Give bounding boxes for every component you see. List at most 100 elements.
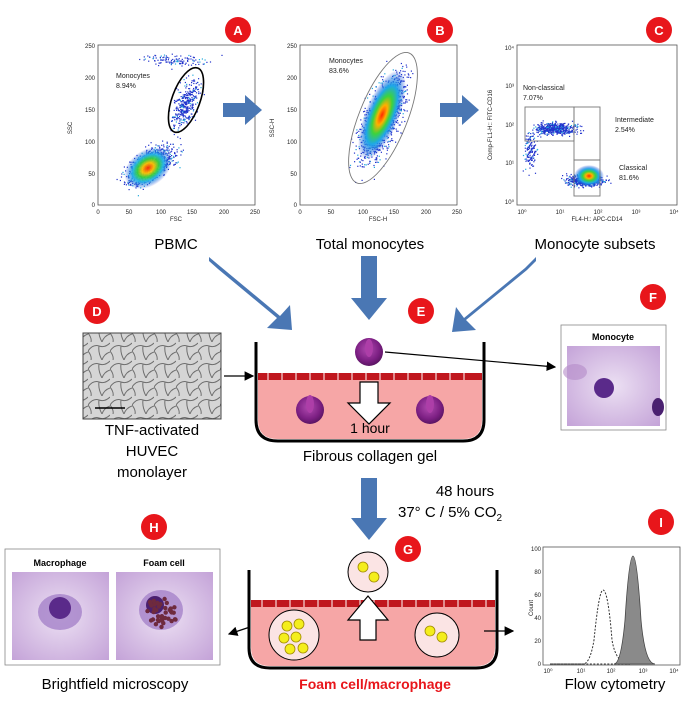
- scatter-dot: [410, 77, 412, 79]
- scatter-dot: [356, 131, 358, 133]
- scatter-dot: [186, 98, 188, 100]
- scatter-dot: [188, 110, 190, 112]
- scatter-dot: [560, 131, 562, 133]
- scatter-dot: [560, 124, 562, 126]
- svg-text:150: 150: [85, 108, 96, 114]
- scatter-dot: [169, 153, 171, 155]
- scatter-dot: [563, 127, 565, 129]
- scatter-dot: [403, 109, 405, 111]
- scatter-dot: [189, 92, 191, 95]
- scatter-dot: [186, 108, 188, 110]
- arrow-subsets-down: [452, 257, 536, 332]
- caption-flow: Flow cytometry: [564, 676, 666, 693]
- scatter-dot: [550, 123, 552, 125]
- scatter-dot: [158, 145, 160, 147]
- svg-text:150: 150: [187, 210, 198, 216]
- scatter-dot: [165, 61, 167, 63]
- brightfield-panel: Macrophage Foam cell: [4, 548, 221, 666]
- scatter-dot: [193, 56, 195, 59]
- scatter-dot: [406, 110, 408, 112]
- scatter-dot: [359, 161, 361, 163]
- scatter-dot: [183, 118, 185, 120]
- svg-text:H: H: [149, 520, 158, 535]
- scatter-dot: [567, 132, 569, 134]
- scatter-dot: [160, 59, 162, 61]
- scatter-dot: [196, 97, 198, 99]
- scatter-dot: [553, 124, 555, 126]
- scatter-dot: [529, 150, 531, 152]
- scatter-dot: [176, 106, 178, 108]
- scatter-dot: [184, 110, 186, 112]
- scatter-dot: [566, 182, 568, 184]
- scatter-dot: [601, 181, 603, 183]
- scatter-dot: [152, 57, 155, 60]
- scatter-dot: [578, 187, 580, 189]
- scatter-dot: [172, 127, 175, 130]
- scatter-dot: [556, 133, 558, 135]
- scatter-dot: [559, 132, 561, 134]
- arrow-b-to-c: [440, 95, 479, 125]
- monocyte-left: [296, 395, 324, 424]
- scatter-dot: [558, 130, 560, 132]
- scatter-dot: [188, 115, 190, 117]
- scatter-dot: [192, 110, 194, 112]
- scatter-dot: [390, 134, 393, 136]
- histogram-y-ticks: 100 80 60 40 20 0: [531, 547, 542, 668]
- scatter-dot: [572, 179, 574, 182]
- scatter-dot: [183, 102, 185, 104]
- scatter-dot: [550, 124, 552, 126]
- lipid-droplet: [145, 608, 150, 614]
- scatter-dot: [410, 70, 412, 72]
- scatter-dot: [548, 124, 551, 126]
- scatter-dot: [187, 60, 189, 62]
- arrow-monocytes-down: [351, 256, 387, 320]
- huvec-micrograph: [82, 332, 222, 420]
- scatter-dot: [375, 86, 377, 88]
- scatter-dot: [187, 106, 189, 108]
- scatter-dot: [161, 59, 164, 61]
- scatter-dot: [163, 56, 165, 58]
- scatter-dot: [191, 104, 193, 106]
- scatter-dot: [391, 138, 393, 140]
- scatter-dot: [550, 131, 552, 133]
- scatter-dot: [549, 127, 551, 129]
- scatter-dot: [184, 118, 186, 120]
- scatter-dot: [551, 130, 554, 132]
- scatter-dot: [405, 64, 407, 66]
- scatter-dot: [547, 125, 549, 127]
- scatter-dot: [184, 63, 186, 65]
- scatter-dot: [193, 87, 195, 90]
- scatter-dot: [527, 156, 529, 158]
- scatter-dot: [194, 96, 196, 98]
- svg-text:150: 150: [287, 108, 298, 114]
- scatter-dot: [170, 151, 172, 153]
- scatter-dot: [175, 121, 177, 123]
- scatter-dot: [530, 164, 533, 166]
- badge-g: G: [395, 536, 421, 562]
- scatter-dot: [551, 123, 553, 125]
- scatter-dot: [525, 143, 527, 145]
- scatter-dot: [563, 124, 565, 126]
- scatter-dot: [189, 95, 191, 97]
- lipid-droplet: [159, 614, 165, 619]
- scatter-dot: [171, 117, 174, 119]
- svg-text:10²: 10²: [505, 123, 514, 129]
- scatter-dot: [524, 144, 526, 147]
- scatter-dot: [549, 125, 551, 127]
- scatter-dot: [364, 107, 366, 109]
- scatter-dot: [541, 131, 543, 133]
- scatter-dot: [554, 123, 556, 125]
- scatter-dot: [551, 128, 553, 130]
- scatter-dot: [154, 54, 156, 56]
- scatter-dot: [567, 125, 569, 127]
- scatter-dot: [188, 54, 190, 57]
- scatter-dot: [172, 116, 174, 118]
- scatter-dot: [536, 127, 538, 129]
- scatter-dot: [173, 61, 175, 63]
- scatter-dot: [183, 122, 185, 124]
- scatter-dot: [527, 142, 529, 144]
- scatter-dot: [178, 127, 180, 129]
- scatter-dot: [192, 104, 194, 106]
- scatter-dot: [549, 132, 551, 134]
- scatter-dot: [174, 59, 176, 61]
